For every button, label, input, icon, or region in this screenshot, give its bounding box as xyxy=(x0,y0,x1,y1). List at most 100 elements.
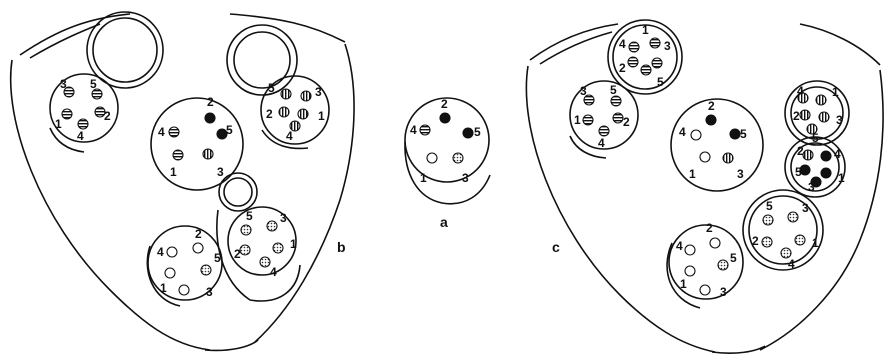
c-center-label-1: 1 xyxy=(689,167,696,181)
b-left-filament-3 xyxy=(62,109,72,119)
b-center-label-3: 3 xyxy=(217,165,224,179)
c-top-label-2: 2 xyxy=(619,61,626,75)
b-left-filament-5 xyxy=(78,119,88,129)
c-left-label-1: 1 xyxy=(574,113,581,127)
c-lower-left-label-2: 2 xyxy=(706,221,713,235)
c-top-filament-1 xyxy=(629,42,639,52)
c-center-label-4: 4 xyxy=(679,125,686,139)
b-lower-left-label-4: 4 xyxy=(157,245,164,259)
c-lower-left-filament-5 xyxy=(700,285,710,295)
c-center-filament-4 xyxy=(700,152,710,162)
c-left-label-3: 3 xyxy=(580,84,587,98)
b-center-filament-2 xyxy=(205,113,215,123)
outer-membrane-c-top-left xyxy=(530,24,618,60)
panel-label-c: c xyxy=(552,239,560,255)
b-lower-left-label-1: 1 xyxy=(160,281,167,295)
b-center-sheath xyxy=(151,98,243,190)
c-top-filament-5 xyxy=(641,65,651,75)
outer-membrane-b-left xyxy=(11,60,210,350)
b-center-label-5: 5 xyxy=(226,123,233,137)
b-right-label-4: 4 xyxy=(286,129,293,143)
b-right-filament-4 xyxy=(298,109,308,119)
a-center-filament-5 xyxy=(453,153,463,163)
b-small-sheath-inner xyxy=(224,178,252,206)
b-lower-right-filament-1 xyxy=(241,225,251,235)
b-lower-left-filament-3 xyxy=(201,265,211,275)
b-lower-left-filament-2 xyxy=(193,243,203,253)
a-center-filament-4 xyxy=(427,153,437,163)
outer-membrane-c-left xyxy=(526,66,715,352)
c-center-filament-3 xyxy=(730,129,740,139)
c-center-filament-2 xyxy=(706,115,716,125)
c-center-filament-1 xyxy=(691,130,701,140)
a-center-label-3: 3 xyxy=(462,171,469,185)
a-center-filament-1 xyxy=(420,125,430,135)
c-lower-left-label-1: 1 xyxy=(680,277,687,291)
b-lower-right-label-3: 3 xyxy=(280,211,287,225)
c-left-filament-4 xyxy=(613,113,623,123)
c-lower-right-filament-1 xyxy=(763,215,773,225)
b-lower-right-label-5: 5 xyxy=(246,209,253,223)
c-center-filament-5 xyxy=(723,153,733,163)
empty-sheath-b-1-inner xyxy=(93,18,157,82)
outer-membrane-b-bottom xyxy=(205,340,258,350)
b-left-label-4: 4 xyxy=(77,129,84,143)
empty-sheath-b-2-outer xyxy=(227,25,297,95)
b-left-label-3: 3 xyxy=(60,77,67,91)
b-left-label-2: 2 xyxy=(104,109,111,123)
b-center-label-2: 2 xyxy=(207,95,214,109)
b-lower-right-filament-2 xyxy=(267,221,277,231)
b-lower-right-filament-3 xyxy=(240,245,250,255)
c-top-label-4: 4 xyxy=(619,37,626,51)
c-lower-right-filament-2 xyxy=(788,212,798,222)
b-lower-right-filament-4 xyxy=(273,243,283,253)
b-right-filament-1 xyxy=(281,89,291,99)
c-right-mid-label-3: 3 xyxy=(808,180,815,194)
a-center-label-1: 1 xyxy=(420,171,427,185)
c-left-filament-5 xyxy=(599,126,609,136)
c-lower-left-filament-2 xyxy=(710,238,720,248)
c-lower-right-filament-3 xyxy=(762,237,772,247)
b-right-label-1: 1 xyxy=(318,109,325,123)
b-center-label-4: 4 xyxy=(158,125,165,139)
b-center-filament-1 xyxy=(169,127,179,137)
a-center-label-4: 4 xyxy=(410,123,417,137)
c-right-mid-sheath-outer xyxy=(785,137,845,197)
b-lower-left-filament-4 xyxy=(165,268,175,278)
c-right-top-label-2: 2 xyxy=(793,109,800,123)
outer-membrane-c-top-right xyxy=(800,24,880,65)
c-top-label-3: 3 xyxy=(664,39,671,53)
b-lower-right-label-4: 4 xyxy=(270,265,277,279)
a-center-filament-2 xyxy=(440,113,450,123)
c-top-label-5: 5 xyxy=(657,75,664,89)
a-center-label-2: 2 xyxy=(441,97,448,111)
b-right-filament-2 xyxy=(301,91,311,101)
c-right-mid-filament-2 xyxy=(821,151,831,161)
b-right-label-5: 5 xyxy=(268,81,275,95)
c-right-top-filament-2 xyxy=(816,95,826,105)
c-center-label-5: 5 xyxy=(740,127,747,141)
c-lower-right-label-2: 2 xyxy=(752,234,759,248)
c-right-mid-filament-4 xyxy=(821,168,831,178)
c-lower-right-sheath-outer xyxy=(743,190,823,270)
b-lower-left-label-5: 5 xyxy=(214,251,221,265)
b-right-label-2: 2 xyxy=(266,107,273,121)
b-lower-right-label-2: 2 xyxy=(234,247,241,261)
c-lower-left-filament-4 xyxy=(685,266,695,276)
c-top-filament-2 xyxy=(650,38,660,48)
c-right-mid-label-2: 2 xyxy=(797,144,804,158)
b-right-label-3: 3 xyxy=(315,85,322,99)
b-lower-left-label-2: 2 xyxy=(195,227,202,241)
c-left-label-5: 5 xyxy=(610,83,617,97)
c-top-label-1: 1 xyxy=(642,23,649,37)
c-right-top-label-3: 3 xyxy=(836,113,843,127)
outer-membrane-c-right xyxy=(760,70,883,350)
b-lower-right-label-1: 1 xyxy=(290,237,297,251)
b-center-filament-4 xyxy=(173,150,183,160)
b-lower-envelope xyxy=(217,210,300,301)
doublet-a-outer-arc xyxy=(405,142,490,204)
outer-membrane-c-bottom xyxy=(712,346,765,353)
b-lower-left-label-3: 3 xyxy=(206,285,213,299)
b-center-label-1: 1 xyxy=(170,165,177,179)
